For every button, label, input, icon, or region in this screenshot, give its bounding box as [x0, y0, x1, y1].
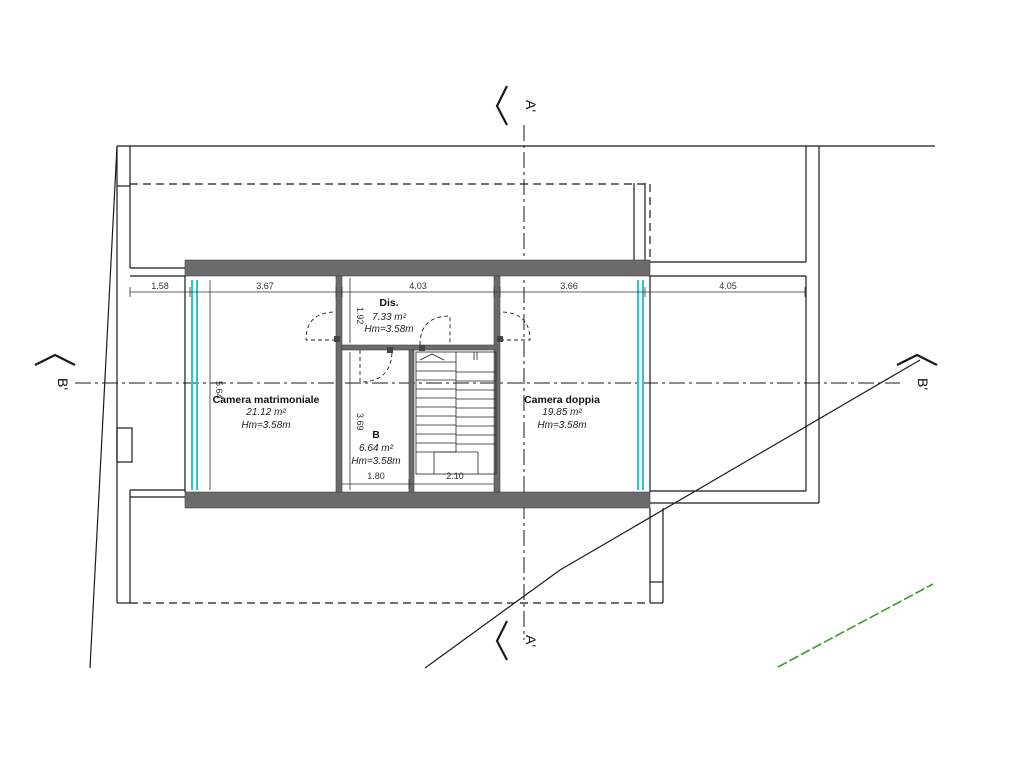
dim-vertical-dis: 1.92	[355, 307, 365, 325]
room-area-camera-matrimoniale: 21.12 m²	[245, 407, 286, 418]
room-name-camera-doppia: Camera doppia	[524, 394, 600, 406]
section-marker-a-bottom: A'	[495, 620, 539, 661]
room-height-camera-doppia: Hm=3.58m	[537, 420, 586, 431]
walls	[184, 259, 651, 509]
section-label-a-top: A'	[523, 100, 539, 112]
dim-top-3: 4.03	[409, 281, 427, 291]
room-area-bagno: 6.64 m²	[359, 443, 394, 454]
dimension-lines	[129, 278, 806, 490]
room-area-disimpegno: 7.33 m²	[372, 312, 407, 323]
site-outline	[89, 145, 935, 669]
section-marker-b-left: B'	[34, 353, 76, 390]
room-height-disimpegno: Hm=3.58m	[364, 324, 413, 335]
dim-top-1: 1.58	[151, 281, 169, 291]
room-name-camera-matrimoniale: Camera matrimoniale	[213, 394, 320, 406]
doors	[305, 311, 531, 383]
room-area-camera-doppia: 19.85 m²	[542, 407, 582, 418]
dim-bottom-bagno: 1.80	[367, 471, 385, 481]
dim-vertical-left: 5.64	[214, 381, 224, 399]
room-height-camera-matrimoniale: Hm=3.58m	[241, 420, 290, 431]
section-marker-b-right: B'	[896, 353, 938, 390]
windows	[184, 276, 651, 492]
section-marker-a-top: A'	[495, 85, 539, 126]
room-height-bagno: Hm=3.58m	[351, 456, 400, 467]
dim-top-5: 4.05	[719, 281, 737, 291]
overhang-outline	[130, 183, 651, 604]
dim-top-4: 3.66	[560, 281, 578, 291]
room-name-bagno: B	[372, 429, 380, 441]
dim-vertical-bagno: 3.69	[355, 413, 365, 431]
section-axes	[75, 125, 900, 640]
room-name-disimpegno: Dis.	[379, 297, 398, 309]
section-label-b-left: B'	[55, 378, 71, 390]
section-label-a-bottom: A'	[523, 635, 539, 647]
dim-top-2: 3.67	[256, 281, 274, 291]
section-label-b-right: B'	[915, 378, 931, 390]
staircase	[415, 351, 497, 475]
dim-bottom-stair: 2.10	[446, 471, 464, 481]
green-boundary-line	[777, 583, 934, 668]
